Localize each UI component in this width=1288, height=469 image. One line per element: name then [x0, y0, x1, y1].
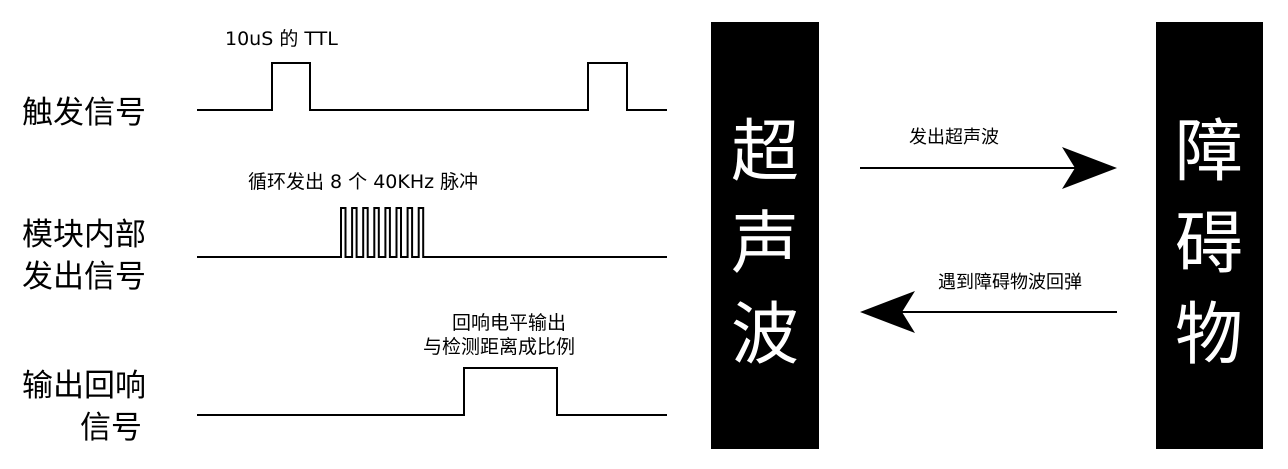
trigger-annotation: 10uS 的 TTL: [225, 28, 338, 50]
echo-annotation-line-2: 与检测距离成比例: [423, 336, 575, 358]
echo-row-label-line-2: 信号: [80, 410, 142, 446]
burst-waveform: [197, 207, 667, 258]
emit-arrowhead: [1062, 147, 1117, 189]
sensor-block: [711, 22, 819, 449]
burst-row-label-line-2: 发出信号: [22, 259, 146, 295]
echo-row-label-line-1: 输出回响: [22, 368, 146, 404]
obstacle-block-char-2: 碍: [1175, 205, 1243, 284]
burst-annotation: 循环发出 8 个 40KHz 脉冲: [248, 171, 478, 193]
trigger-row-label: 触发信号: [22, 95, 146, 131]
sensor-block-char-3: 波: [731, 296, 799, 375]
reflect-arrow-label: 遇到障碍物波回弹: [938, 272, 1082, 293]
sensor-block-char-2: 声: [731, 205, 799, 284]
emit-arrow-label: 发出超声波: [909, 127, 999, 148]
obstacle-block: [1156, 22, 1263, 449]
trigger-waveform: [197, 62, 667, 111]
echo-annotation-line-1: 回响电平输出: [452, 312, 566, 334]
echo-waveform: [197, 367, 667, 416]
obstacle-block-char-3: 物: [1175, 296, 1243, 375]
reflect-arrowhead: [860, 291, 915, 333]
burst-row-label-line-1: 模块内部: [22, 217, 146, 253]
sensor-block-char-1: 超: [731, 113, 799, 192]
obstacle-block-char-1: 障: [1175, 113, 1243, 192]
